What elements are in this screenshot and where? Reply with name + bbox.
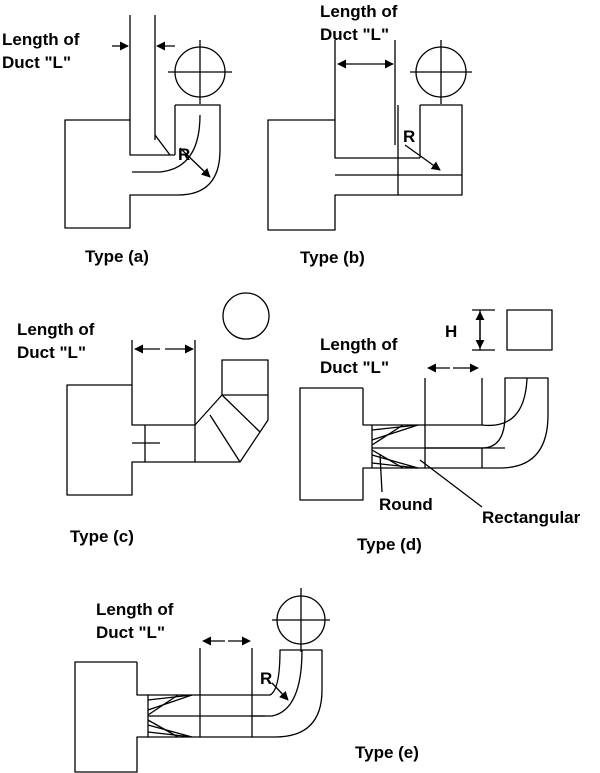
length-label-line2-a: Duct "L": [2, 53, 71, 72]
panel-type-b: Length of Duct "L" R Type (b): [267, 2, 472, 267]
duct-section-symbol-c: [222, 292, 270, 340]
dimension-a: [112, 41, 211, 178]
length-label-line2-b: Duct "L": [320, 25, 389, 44]
elbow-duct-d: [425, 377, 549, 469]
panel-type-d: Length of Duct "L" H Round Rectangular T…: [299, 309, 581, 554]
caption-type-e: Type (e): [355, 743, 419, 762]
caption-type-a: Type (a): [85, 247, 149, 266]
length-label-line2-d: Duct "L": [320, 358, 389, 377]
fan-housing-e: [74, 661, 148, 773]
elbow-duct-e: [199, 648, 323, 738]
panel-type-e: Length of Duct "L" R Type (e): [74, 588, 419, 773]
fan-housing-c: [66, 340, 196, 496]
duct-section-symbol-b: [410, 40, 472, 104]
dimension-b: [337, 40, 441, 171]
rectangular-section-symbol-d: [506, 309, 553, 351]
dimension-e: [202, 636, 289, 701]
dimension-d: [427, 309, 495, 373]
length-label-line1-a: Length of: [2, 30, 80, 49]
length-label-line1-c: Length of: [17, 320, 95, 339]
gored-elbow-c: [194, 359, 269, 463]
caption-type-b: Type (b): [300, 248, 365, 267]
caption-type-d: Type (d): [357, 535, 422, 554]
length-label-line2-c: Duct "L": [17, 343, 86, 362]
duct-section-symbol-e: [272, 588, 330, 652]
fan-housing-a: [64, 15, 178, 229]
caption-type-c: Type (c): [70, 527, 134, 546]
radius-label-b: R: [403, 127, 415, 146]
duct-section-symbol-a: [168, 40, 232, 104]
length-label-line2-e: Duct "L": [96, 623, 165, 642]
height-label-d: H: [445, 322, 457, 341]
transition-round-to-rect-d: [371, 378, 505, 469]
panel-type-c: Length of Duct "L" Type (c): [17, 292, 270, 546]
length-label-line1-b: Length of: [320, 2, 398, 21]
length-label-line1-e: Length of: [96, 600, 174, 619]
radius-label-a: R: [178, 145, 190, 164]
round-label-d: Round: [379, 495, 433, 514]
radius-label-e: R: [260, 669, 272, 688]
panel-type-a: Length of Duct "L" R Type (a): [2, 15, 232, 266]
transition-e: [147, 694, 265, 738]
elbow-duct-a: [132, 104, 221, 196]
fan-housing-d: [299, 387, 372, 501]
leader-lines-d: [379, 454, 483, 508]
fan-housing-b: [267, 40, 463, 231]
length-label-line1-d: Length of: [320, 335, 398, 354]
rectangular-label-d: Rectangular: [482, 508, 581, 527]
